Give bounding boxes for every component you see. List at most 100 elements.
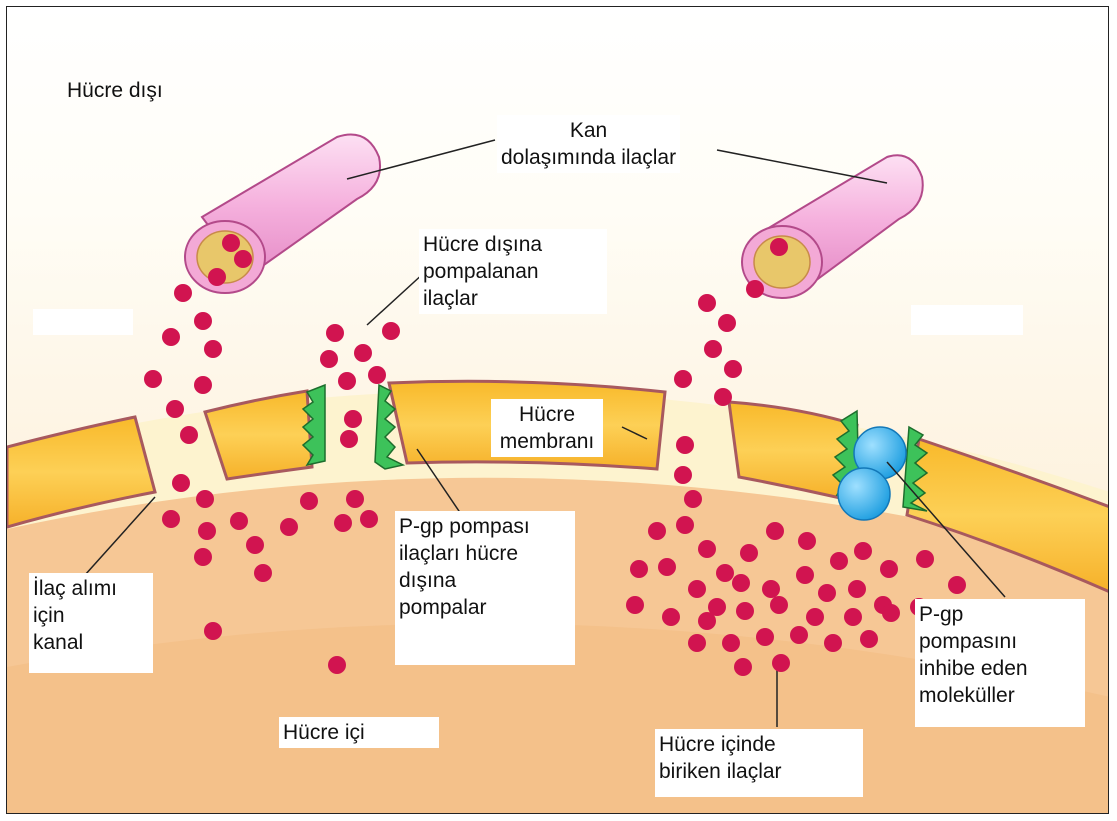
drug-molecule [724,360,742,378]
drug-molecule [194,312,212,330]
label-blood-drugs-line1: Kan [501,117,676,144]
drug-molecule [662,608,680,626]
label-pumped-out-line2: pompalanan [423,258,603,285]
label-pumped-out-line1: Hücre dışına [423,231,603,258]
drug-molecule [848,580,866,598]
label-inhibitors-line3: inhibe eden [919,655,1081,682]
drug-molecule [338,372,356,390]
label-blood-drugs: Kan dolaşımında ilaçlar [497,115,680,173]
drug-molecule [280,518,298,536]
blank-box-right [911,305,1023,335]
drug-molecule [698,540,716,558]
drug-molecule [630,560,648,578]
drug-molecule [770,596,788,614]
drug-molecule [326,324,344,342]
drug-molecule [698,294,716,312]
drug-molecule [334,514,352,532]
inhibitor-molecule-bottom [838,468,890,520]
label-pgp-line3: dışına [399,567,571,594]
diagram-frame: Hücre dışı Kan dolaşımında ilaçlar Hücre… [6,6,1109,814]
label-pgp-line1: P-gp pompası [399,513,571,540]
drug-molecule [222,234,240,252]
label-cell-membrane: Hücre membranı [491,399,603,457]
drug-molecule [740,544,758,562]
drug-molecule [688,580,706,598]
drug-molecule [234,250,252,268]
drug-molecule [704,340,722,358]
label-inhibitors-line1: P-gp [919,601,1081,628]
drug-molecule [718,314,736,332]
drug-molecule [882,604,900,622]
label-pgp-line4: pompalar [399,594,571,621]
label-channel-line1: İlaç alımı [33,575,149,602]
label-channel-line3: kanal [33,629,149,656]
label-uptake-channel: İlaç alımı için kanal [29,573,153,673]
drug-molecule [230,512,248,530]
drug-molecule [736,602,754,620]
drug-molecule [716,564,734,582]
drug-molecule [746,280,764,298]
drug-molecule [340,430,358,448]
drug-molecule [860,630,878,648]
drug-molecule [198,522,216,540]
drug-molecule [382,322,400,340]
drug-molecule [948,576,966,594]
label-membrane-line1: Hücre [495,401,599,428]
drug-molecule [674,370,692,388]
drug-molecule [844,608,862,626]
drug-molecule [344,410,362,428]
drug-molecule [346,490,364,508]
drug-molecule [806,608,824,626]
drug-molecule [854,542,872,560]
drug-molecule [714,388,732,406]
label-channel-line2: için [33,602,149,629]
drug-molecule [676,436,694,454]
drug-molecule [300,492,318,510]
drug-molecule [254,564,272,582]
drug-molecule [196,490,214,508]
drug-molecule [208,268,226,286]
drug-molecule [684,490,702,508]
drug-molecule [762,580,780,598]
drug-molecule [162,328,180,346]
drug-molecule [626,596,644,614]
drug-molecule [688,634,706,652]
drug-molecule [144,370,162,388]
drug-molecule [798,532,816,550]
drug-molecule [658,558,676,576]
drug-molecule [824,634,842,652]
label-pumped-out-drugs: Hücre dışına pompalanan ilaçlar [419,229,607,314]
label-pgp-line2: ilaçları hücre [399,540,571,567]
drug-molecule [734,658,752,676]
label-pumped-out-line3: ilaçlar [423,285,603,312]
drug-molecule [722,634,740,652]
drug-molecule [204,340,222,358]
blank-box-left [33,309,133,335]
label-accumulated-line1: Hücre içinde [659,731,859,758]
label-pgp-inhibitors: P-gp pompasını inhibe eden moleküller [915,599,1085,727]
label-outside-cell: Hücre dışı [67,77,163,104]
drug-molecule [756,628,774,646]
drug-molecule [916,550,934,568]
drug-molecule [360,510,378,528]
drug-molecule [368,366,386,384]
drug-molecule [194,548,212,566]
drug-molecule [166,400,184,418]
drug-molecule [796,566,814,584]
drug-molecule [674,466,692,484]
drug-molecule [162,510,180,528]
drug-molecule [766,522,784,540]
label-pgp-pump: P-gp pompası ilaçları hücre dışına pompa… [395,511,575,665]
label-accumulated-line2: biriken ilaçlar [659,758,859,785]
drug-molecule [770,238,788,256]
drug-molecule [648,522,666,540]
label-inside-cell: Hücre içi [279,717,439,748]
label-membrane-line2: membranı [495,428,599,455]
label-accumulated-drugs: Hücre içinde biriken ilaçlar [655,729,863,797]
drug-molecule [320,350,338,368]
drug-molecule [204,622,222,640]
drug-molecule [772,654,790,672]
label-blood-drugs-line2: dolaşımında ilaçlar [501,144,676,171]
drug-molecule [818,584,836,602]
drug-molecule [790,626,808,644]
